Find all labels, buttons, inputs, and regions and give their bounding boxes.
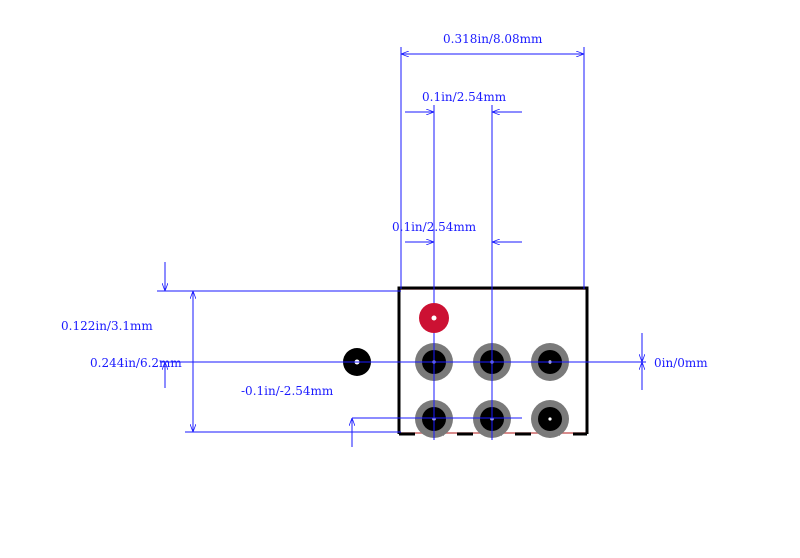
dimension-arrows [165,54,642,447]
pad-ring-icon [531,400,569,438]
dim-label-offset-zero: 0in/0mm [654,356,708,370]
dim-label-pitch-top: 0.1in/2.54mm [422,90,507,104]
extension-lines [157,47,646,433]
pad-centerlines [343,340,646,440]
pin1-marker-icon [419,303,449,333]
dim-label-height-full: 0.244in/6.2mm [90,356,182,370]
dim-label-pitch-mid: 0.1in/2.54mm [392,220,477,234]
dim-label-overall-width: 0.318in/8.08mm [443,32,543,46]
dim-label-height-half: 0.122in/3.1mm [61,319,153,333]
dim-label-offset-neg: -0.1in/-2.54mm [241,384,334,398]
